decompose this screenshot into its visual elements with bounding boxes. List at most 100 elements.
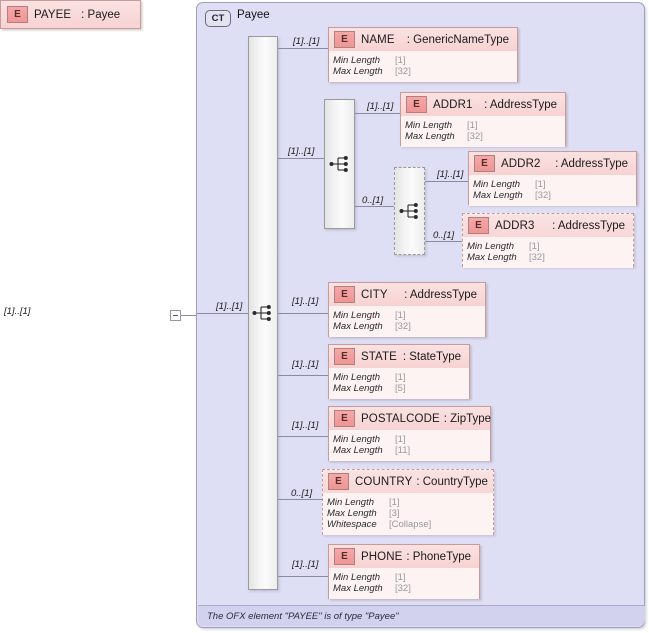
connector-into-root-sequence <box>197 313 248 314</box>
facet-row: Min Length [1] <box>473 179 636 190</box>
sequence-root[interactable] <box>248 36 278 590</box>
connector-addr3 <box>425 241 462 242</box>
element-name-label: COUNTRY <box>355 475 413 488</box>
element-badge-icon: E <box>334 348 355 365</box>
collapse-toggle-payee[interactable] <box>170 310 181 321</box>
element-name-label: POSTALCODE <box>361 412 440 425</box>
element-badge-icon: E <box>474 155 495 172</box>
element-facets: Min Length [1] Max Length [32] <box>469 175 636 206</box>
element-badge-icon: E <box>334 410 355 427</box>
connector-addr1 <box>355 113 400 114</box>
element-facets: Min Length [1] Max Length [32] <box>463 237 633 268</box>
element-facets: Min Length [1] Max Length [3] Whitespace… <box>323 493 493 535</box>
element-type-label: : ZipType <box>443 412 492 425</box>
facet-value: [32] <box>395 321 411 332</box>
facet-value: [1] <box>395 55 406 66</box>
facet-row: Max Length [32] <box>473 190 636 201</box>
connector-city <box>278 313 328 314</box>
element-badge-icon: E <box>406 96 427 113</box>
facet-row: Min Length [1] <box>405 120 565 131</box>
sequence-address[interactable] <box>324 99 355 229</box>
sequence-addr23[interactable] <box>394 167 425 255</box>
element-payee[interactable]: E PAYEE : Payee <box>0 0 141 29</box>
element-name-label: PHONE <box>361 550 403 563</box>
facet-row: Max Length [32] <box>333 583 479 594</box>
ct-title: Payee <box>237 9 270 21</box>
facet-value: [1] <box>395 372 406 383</box>
element-name-label: CITY <box>361 288 388 301</box>
element-type-label: : AddressType <box>484 98 557 111</box>
element-name-label: ADDR2 <box>501 157 541 170</box>
cardinality-addr3: 0..[1] <box>433 230 455 241</box>
connector-postalcode <box>278 436 328 437</box>
element-badge-icon: E <box>328 473 349 490</box>
facet-label: Min Length <box>333 572 381 583</box>
facet-value: [1] <box>529 241 540 252</box>
element-badge-icon: E <box>7 6 28 23</box>
element-badge-icon: E <box>334 548 355 565</box>
element-type-label: : StateType <box>402 350 461 363</box>
connector-address-sequence <box>278 158 324 159</box>
cardinality-root-sequence: [1]..[1] <box>216 301 243 312</box>
facet-row: Min Length [1] <box>333 372 469 383</box>
facet-label: Min Length <box>333 55 381 66</box>
connector-country <box>278 499 322 500</box>
element-country[interactable]: E COUNTRY : CountryType Min Length [1] M… <box>322 469 494 535</box>
facet-value: [1] <box>395 572 406 583</box>
facet-value: [1] <box>395 310 406 321</box>
element-name-label: ADDR3 <box>495 219 535 232</box>
element-header: E COUNTRY : CountryType <box>323 470 493 493</box>
cardinality-city: [1]..[1] <box>292 296 319 307</box>
element-name-label: STATE <box>361 350 397 363</box>
facet-row: Min Length [1] <box>333 572 479 583</box>
facet-label: Max Length <box>333 66 383 77</box>
cardinality-name: [1]..[1] <box>293 36 320 47</box>
sequence-icon <box>329 156 348 172</box>
facet-value: [32] <box>395 66 411 77</box>
facet-row: Max Length [3] <box>327 508 493 519</box>
element-type-label: : AddressType <box>552 219 625 232</box>
element-state[interactable]: E STATE : StateType Min Length [1] Max L… <box>328 344 470 399</box>
element-postalcode[interactable]: E POSTALCODE : ZipType Min Length [1] Ma… <box>328 406 491 461</box>
element-header: E CITY : AddressType <box>329 283 485 306</box>
facet-value: [1] <box>395 434 406 445</box>
connector-phone <box>278 576 328 577</box>
cardinality-postalcode: [1]..[1] <box>292 420 319 431</box>
element-type-label: : CountryType <box>416 475 488 488</box>
ct-footer-text: The OFX element "PAYEE" is of type "Paye… <box>207 610 399 622</box>
facet-value: [32] <box>535 190 551 201</box>
element-name-label: NAME <box>361 33 395 46</box>
element-badge-icon: E <box>334 31 355 48</box>
cardinality-payee: [1]..[1] <box>4 306 31 317</box>
element-type-label: : AddressType <box>404 288 477 301</box>
element-city[interactable]: E CITY : AddressType Min Length [1] Max … <box>328 282 486 337</box>
cardinality-addr1: [1]..[1] <box>367 101 394 112</box>
facet-row: Max Length [5] <box>333 383 469 394</box>
facet-row: Whitespace [Collapse] <box>327 519 493 530</box>
facet-row: Max Length [32] <box>467 252 633 263</box>
element-addr2[interactable]: E ADDR2 : AddressType Min Length [1] Max… <box>468 151 637 206</box>
cardinality-addr2: [1]..[1] <box>437 169 464 180</box>
facet-label: Max Length <box>405 131 455 142</box>
sequence-icon <box>399 203 418 219</box>
facet-label: Min Length <box>405 120 453 131</box>
element-type-payee: : Payee <box>81 8 121 21</box>
connector-name <box>278 48 328 49</box>
facet-row: Min Length [1] <box>467 241 633 252</box>
element-name-label: ADDR1 <box>433 98 473 111</box>
element-phone[interactable]: E PHONE : PhoneType Min Length [1] Max L… <box>328 544 480 599</box>
facet-value: [1] <box>535 179 546 190</box>
cardinality-addr23-sequence: 0..[1] <box>362 195 384 206</box>
facet-value: [1] <box>389 497 400 508</box>
facet-row: Min Length [1] <box>333 310 485 321</box>
element-addr1[interactable]: E ADDR1 : AddressType Min Length [1] Max… <box>400 92 566 147</box>
facet-value: [3] <box>389 508 400 519</box>
facet-row: Min Length [1] <box>333 434 490 445</box>
element-facets: Min Length [1] Max Length [32] <box>329 51 517 82</box>
element-addr3[interactable]: E ADDR3 : AddressType Min Length [1] Max… <box>462 213 634 268</box>
element-name[interactable]: E NAME : GenericNameType Min Length [1] … <box>328 27 518 82</box>
facet-row: Max Length [11] <box>333 445 490 456</box>
element-header: E POSTALCODE : ZipType <box>329 407 491 430</box>
cardinality-country: 0..[1] <box>291 488 313 499</box>
element-badge-icon: E <box>334 286 355 303</box>
